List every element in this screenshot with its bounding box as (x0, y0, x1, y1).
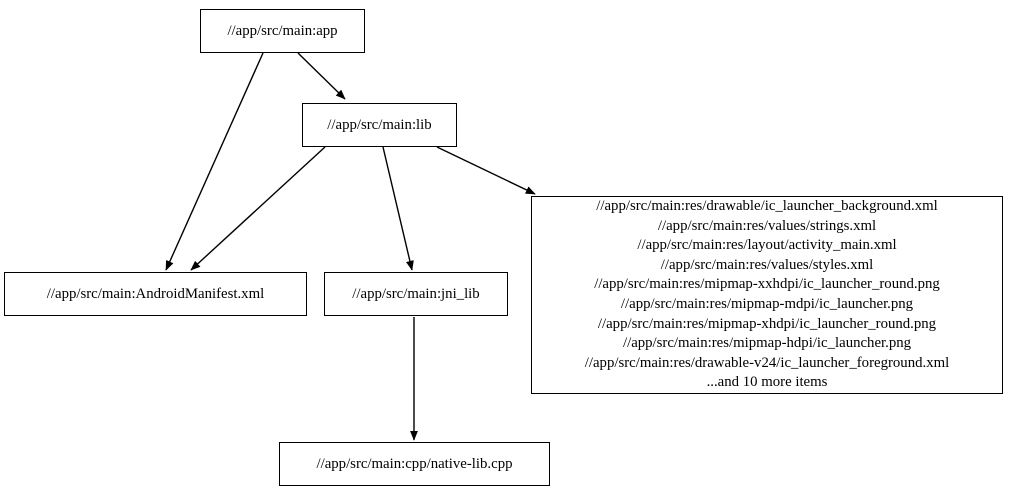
node-lib-label: //app/src/main:lib (327, 116, 432, 133)
edge-lib-to-jni-lib (382, 146, 414, 271)
edge-app-to-manifest (165, 52, 264, 271)
node-jni-lib-label: //app/src/main:jni_lib (352, 285, 480, 302)
node-app-label: //app/src/main:app (227, 22, 338, 39)
edge-lib-to-manifest (190, 146, 326, 271)
edge-app-to-lib (297, 52, 346, 100)
node-native-lib-cpp[interactable]: //app/src/main:cpp/native-lib.cpp (279, 442, 550, 486)
node-app[interactable]: //app/src/main:app (200, 9, 365, 53)
node-jni-lib[interactable]: //app/src/main:jni_lib (324, 272, 508, 316)
node-android-manifest[interactable]: //app/src/main:AndroidManifest.xml (4, 272, 307, 316)
node-resources[interactable]: //app/src/main:res/drawable/ic_launcher_… (531, 196, 1003, 394)
node-resources-label: //app/src/main:res/drawable/ic_launcher_… (584, 198, 950, 391)
node-android-manifest-label: //app/src/main:AndroidManifest.xml (46, 285, 265, 302)
node-native-lib-cpp-label: //app/src/main:cpp/native-lib.cpp (316, 455, 513, 472)
edge-lib-to-resources (436, 146, 536, 195)
node-lib[interactable]: //app/src/main:lib (302, 103, 457, 147)
